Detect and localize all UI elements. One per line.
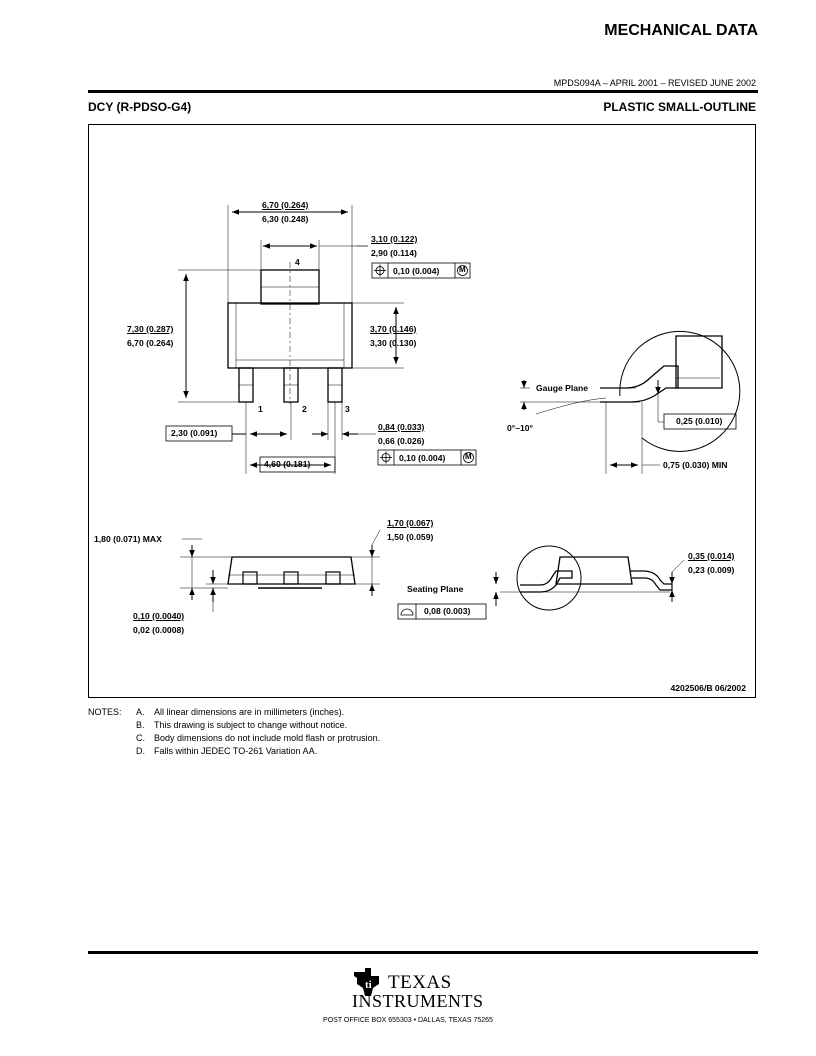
- half-circle-icon: [400, 608, 414, 616]
- note-letter: B.: [136, 720, 145, 730]
- body-thickness-max: 1,70 (0.067): [387, 518, 434, 528]
- note-letter: D.: [136, 746, 145, 756]
- side-detail-lead: [500, 545, 673, 611]
- body-thickness-min: 1,50 (0.059): [387, 532, 434, 542]
- gauge-plane-label: Gauge Plane: [536, 383, 589, 393]
- circled-m-icon: [457, 265, 474, 463]
- body-height-max: 3,70 (0.146): [370, 324, 417, 334]
- angle-label: 0°–10°: [507, 423, 533, 433]
- overall-height-min: 6,70 (0.264): [127, 338, 174, 348]
- ti-logo-icon: ti: [354, 968, 379, 996]
- lead-position-tol: 0,10 (0.004): [399, 453, 446, 463]
- overall-height-max: 7,30 (0.287): [127, 324, 174, 334]
- tab-position-tol: 0,10 (0.004): [393, 266, 440, 276]
- drawing-frame: [88, 124, 756, 698]
- pin-label-2: 2: [302, 404, 307, 414]
- section-title: MECHANICAL DATA: [604, 22, 758, 39]
- package-code: DCY (R-PDSO-G4): [88, 100, 192, 114]
- drawing-number: 4202506/B 06/2002: [670, 683, 746, 693]
- gauge-offset-label: 0,25 (0.010): [676, 416, 723, 426]
- note-letter: C.: [136, 733, 145, 743]
- brand-line-2: Instruments: [352, 991, 484, 1011]
- standoff-max: 0,10 (0.0040): [133, 611, 185, 621]
- lead-width-min: 0,66 (0.026): [378, 436, 425, 446]
- note-text: Body dimensions do not include mold flas…: [154, 733, 381, 743]
- lead-width-max: 0,84 (0.033): [378, 422, 425, 432]
- footer-rule: [88, 951, 758, 954]
- pin-label-4: 4: [295, 257, 300, 267]
- body-width-min: 6,30 (0.248): [262, 214, 309, 224]
- package-type: PLASTIC SMALL-OUTLINE: [603, 100, 756, 114]
- position-icon: [374, 264, 392, 464]
- body-height-min: 3,30 (0.130): [370, 338, 417, 348]
- lead-thickness-max: 0,35 (0.014): [688, 551, 735, 561]
- seating-plane-label: Seating Plane: [407, 584, 464, 594]
- body-width-max: 6,70 (0.264): [262, 200, 309, 210]
- gdt-frames: [165, 262, 737, 620]
- note-text: All linear dimensions are in millimeters…: [154, 707, 345, 717]
- note-text: Falls within JEDEC TO-261 Variation AA.: [154, 746, 318, 756]
- footer-address: POST OFFICE BOX 655303 • DALLAS, TEXAS 7…: [323, 1017, 493, 1024]
- note-letter: A.: [136, 707, 145, 717]
- pin-label-1: 1: [258, 404, 263, 414]
- note-text: This drawing is subject to change withou…: [154, 720, 348, 730]
- notes-label: NOTES:: [88, 707, 122, 717]
- max-height-label: 1,80 (0.071) MAX: [94, 534, 162, 544]
- circled-m-icon-letter: M: [459, 265, 466, 274]
- side-view-package: [227, 556, 356, 589]
- tab-width-min: 2,90 (0.114): [371, 248, 417, 258]
- coplanarity-label: 0,08 (0.003): [424, 606, 471, 616]
- lead-thickness-min: 0,23 (0.009): [688, 565, 735, 575]
- svg-text:ti: ti: [365, 979, 372, 991]
- header-rule: [88, 90, 758, 93]
- standoff-min: 0,02 (0.0008): [133, 625, 185, 635]
- pin-label-3: 3: [345, 404, 350, 414]
- pitch-label: 2,30 (0.091): [171, 428, 218, 438]
- outer-pitch-label: 4,60 (0.181): [264, 459, 311, 469]
- foot-length-label: 0,75 (0.030) MIN: [663, 460, 728, 470]
- top-view-package: [227, 262, 353, 404]
- tab-width-max: 3,10 (0.122): [371, 234, 418, 244]
- revision-line: MPDS094A – APRIL 2001 – REVISED JUNE 200…: [553, 78, 756, 88]
- circled-m-icon-letter: M: [465, 452, 472, 461]
- detail-view-lead: [600, 330, 741, 452]
- brand-line-1: Texas: [388, 972, 452, 993]
